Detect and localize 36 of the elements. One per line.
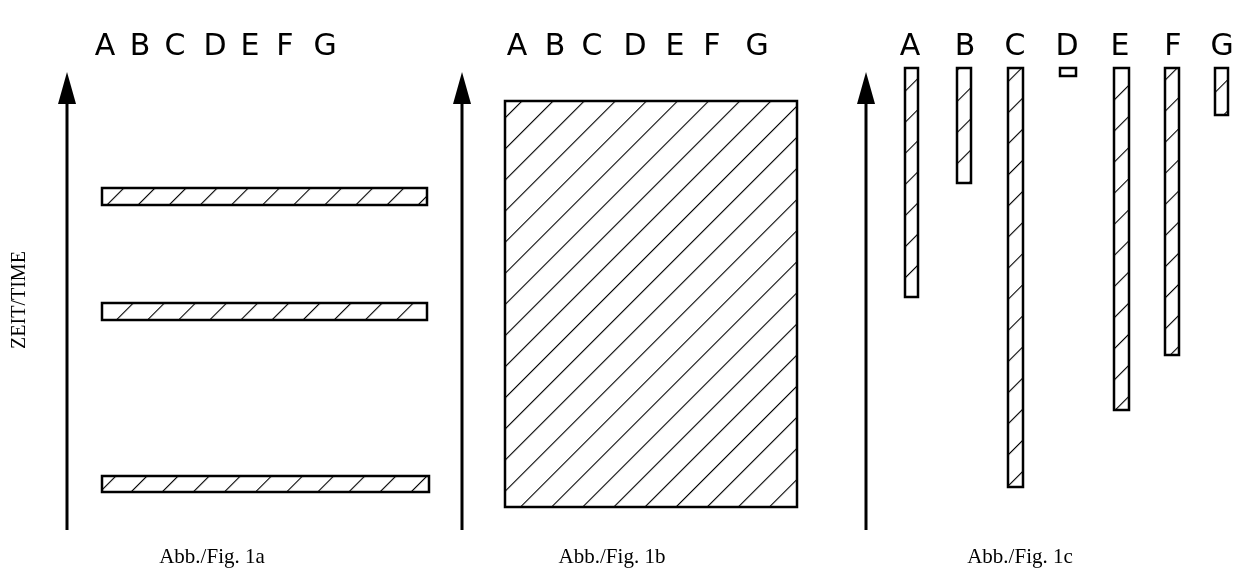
column-letter: C bbox=[581, 30, 603, 60]
hatched-time-bar bbox=[1163, 66, 1181, 357]
column-letter: C bbox=[1004, 30, 1026, 60]
column-letter: G bbox=[1210, 30, 1234, 60]
column-letter: D bbox=[1055, 30, 1079, 60]
figure-caption: Abb./Fig. 1c bbox=[967, 545, 1073, 567]
column-letter: E bbox=[240, 30, 260, 60]
column-letter: A bbox=[506, 30, 528, 60]
column-letter: A bbox=[94, 30, 116, 60]
column-letter: B bbox=[129, 30, 151, 60]
hatched-time-bar bbox=[503, 99, 799, 509]
hatched-time-bar bbox=[1058, 66, 1078, 78]
column-letter: B bbox=[544, 30, 566, 60]
column-letter: C bbox=[164, 30, 186, 60]
hatched-time-bar bbox=[903, 66, 920, 299]
column-letter: B bbox=[954, 30, 976, 60]
column-letter: G bbox=[745, 30, 769, 60]
hatched-time-bar bbox=[100, 474, 431, 494]
hatched-time-bar bbox=[1006, 66, 1025, 489]
axis-label: ZEIT/TIME bbox=[8, 251, 28, 349]
column-letter: F bbox=[703, 30, 721, 60]
hatched-time-bar bbox=[955, 66, 973, 185]
column-letter: D bbox=[203, 30, 227, 60]
column-letter: F bbox=[1164, 30, 1182, 60]
column-letter: F bbox=[276, 30, 294, 60]
column-letter: E bbox=[665, 30, 685, 60]
column-letter: D bbox=[623, 30, 647, 60]
hatched-time-bar bbox=[1112, 66, 1131, 412]
hatched-time-bar bbox=[100, 301, 429, 322]
column-letter: E bbox=[1110, 30, 1130, 60]
figure-caption: Abb./Fig. 1a bbox=[159, 545, 265, 567]
column-letter: G bbox=[313, 30, 337, 60]
hatched-time-bar bbox=[1213, 66, 1230, 117]
hatched-time-bar bbox=[100, 186, 429, 207]
figure-caption: Abb./Fig. 1b bbox=[558, 545, 666, 567]
column-letter: A bbox=[899, 30, 921, 60]
